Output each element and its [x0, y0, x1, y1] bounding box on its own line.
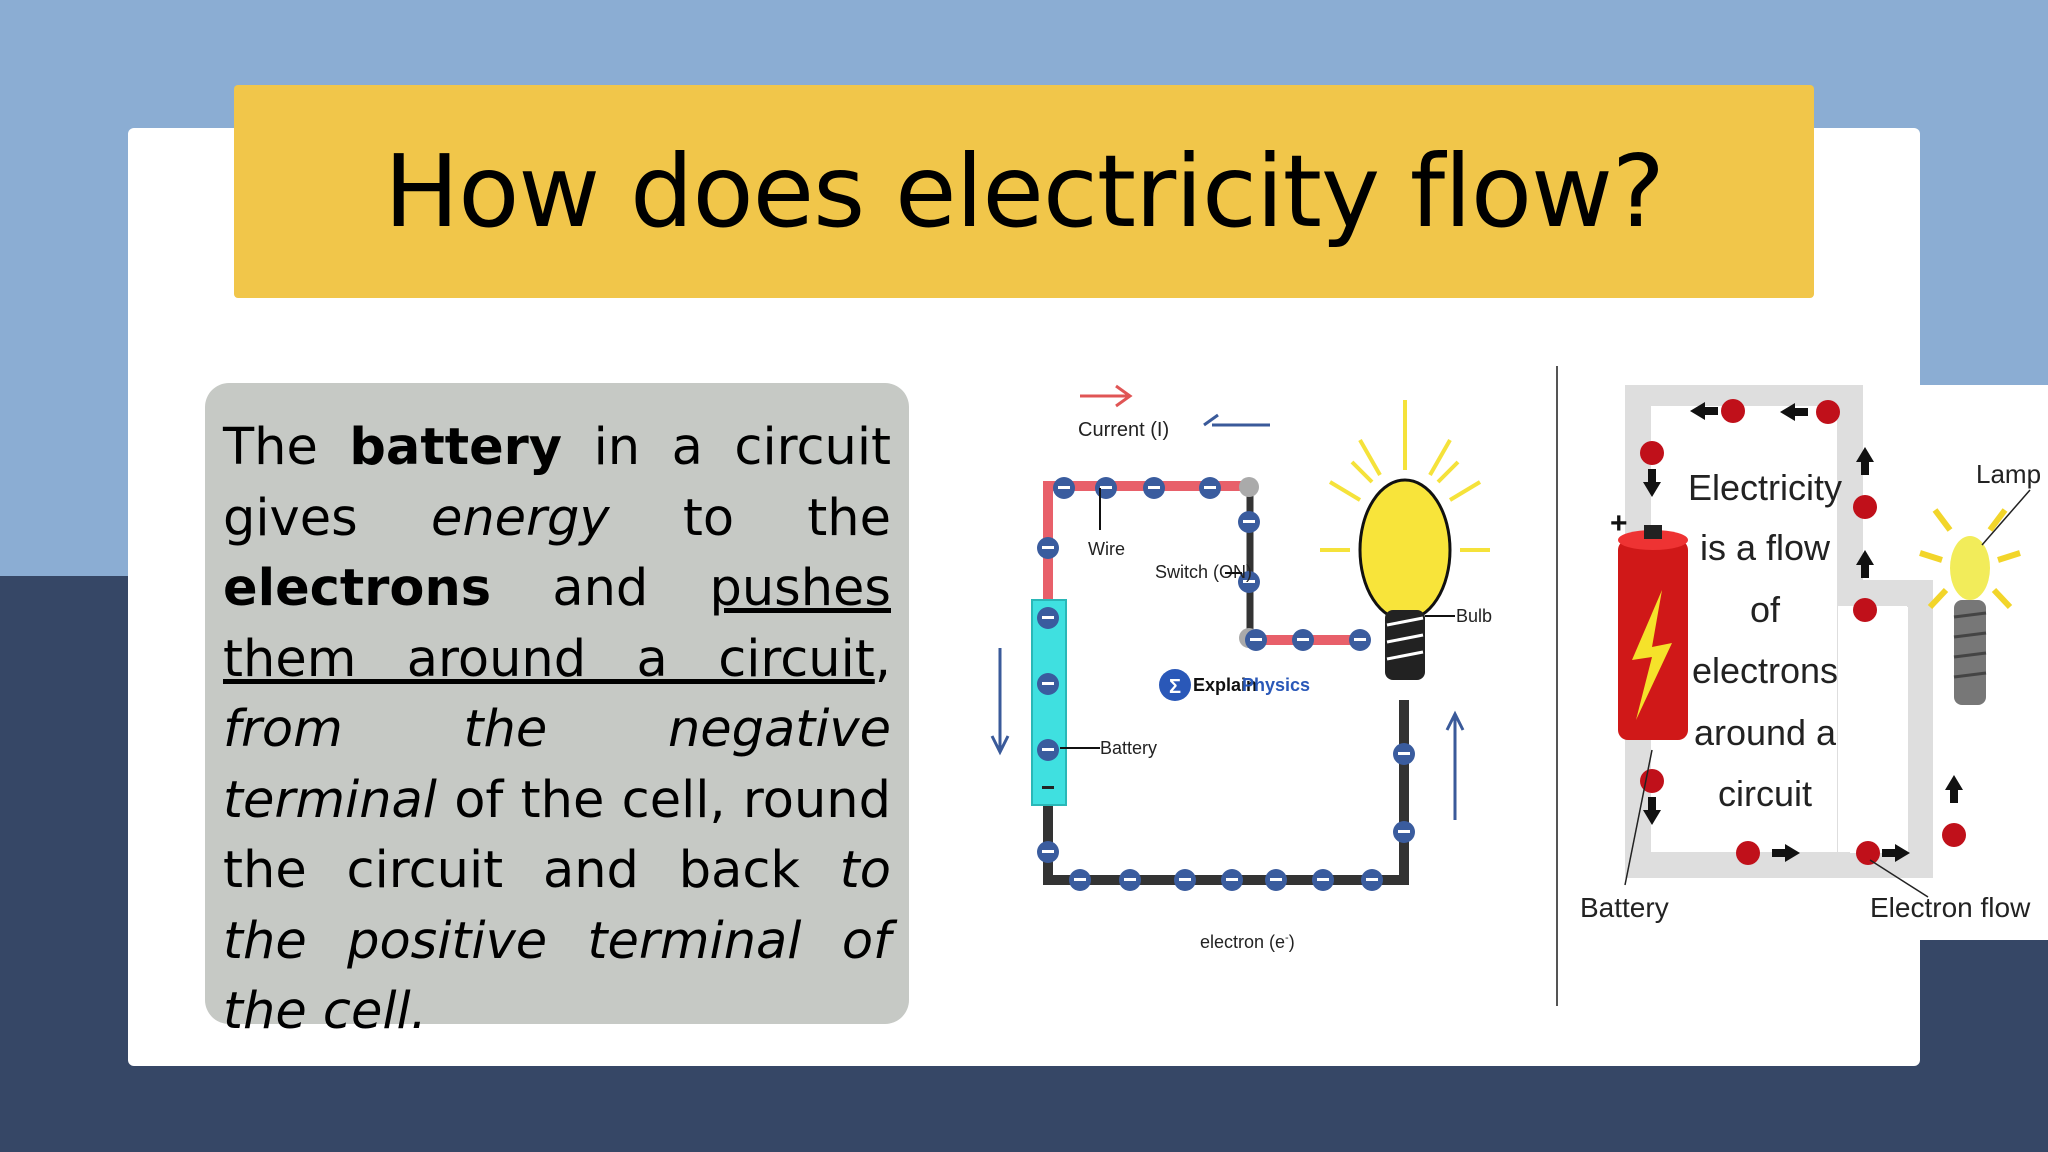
electron-flow-label: Electron flow [1870, 892, 2031, 923]
text-run: , [874, 629, 891, 689]
electron-icon [1853, 495, 1877, 519]
wire-label: Wire [1088, 539, 1125, 559]
caption-line: around a [1694, 712, 1837, 753]
switch-icon [1239, 477, 1259, 497]
arrow-left-icon [1780, 403, 1808, 421]
electron-label: electron (e-) [1200, 932, 1295, 952]
text-run-bold: electrons [223, 559, 492, 618]
switch-label: Switch (ON) [1155, 562, 1252, 582]
arrow-up-icon [1856, 447, 1874, 475]
caption-line: Electricity [1688, 467, 1842, 508]
electron-arrow-up-icon [1445, 710, 1465, 820]
caption-line: electrons [1692, 650, 1838, 691]
lamp-icon [1919, 508, 2021, 705]
text-run-italic: energy [430, 488, 610, 548]
svg-text:Physics: Physics [1242, 675, 1310, 695]
arrow-up-icon [1945, 775, 1963, 803]
electron-icon [1640, 769, 1664, 793]
electron-icon [1942, 823, 1966, 847]
electrons [1640, 399, 1966, 865]
electron-flow-diagram: Electricity is a flow of electrons aroun… [1570, 385, 2048, 940]
caption-line: circuit [1718, 773, 1812, 814]
svg-text:Explain: Explain [1193, 675, 1257, 695]
arrow-up-icon [1856, 550, 1874, 578]
battery-minus-icon [1042, 786, 1054, 789]
caption-line: is a flow [1700, 527, 1831, 568]
electron-icon [1736, 841, 1760, 865]
electron-icon [1721, 399, 1745, 423]
arrow-right-icon [1772, 844, 1800, 862]
bulb-label: Bulb [1456, 606, 1492, 626]
explain-physics-logo: Σ Explain Physics [1159, 669, 1310, 701]
circuit-frame [1625, 385, 1933, 878]
electron-arrow-down-icon [990, 648, 1010, 756]
lamp-label: Lamp [1976, 459, 2041, 489]
title-bar: How does electricity flow? [234, 85, 1814, 298]
current-label: Current (I) [1078, 419, 1169, 441]
electron-minus-signs [1042, 486, 1410, 881]
caption: Electricity is a flow of electrons aroun… [1688, 467, 1842, 814]
text-run-bold: battery [349, 418, 563, 477]
explanation-paragraph: The battery in a circuit gives energy to… [223, 413, 891, 1048]
text-run: and [491, 559, 710, 618]
arrow-left-icon [1690, 402, 1718, 420]
text-run-underline: pushes them around a circuit [223, 559, 891, 689]
text-run: The [223, 418, 350, 477]
text-run: in a circuit gives [223, 418, 891, 548]
arrow-down-icon [1643, 797, 1661, 825]
text-run-italic: from the negative terminal [223, 700, 891, 830]
battery-label: Battery [1100, 738, 1157, 758]
circuit-diagram: Current (I) [990, 384, 1492, 952]
electron-icon [1640, 441, 1664, 465]
text-run: to the [609, 488, 891, 548]
bulb-icon [1320, 400, 1490, 680]
text-run-italic: to the positive terminal of the cell. [223, 841, 891, 1041]
electron-icon [1816, 400, 1840, 424]
electron-icon [1853, 598, 1877, 622]
plus-sign: + [1610, 507, 1628, 540]
electron-icon [1856, 841, 1880, 865]
flow-arrows [1643, 402, 1963, 862]
battery-icon [1618, 525, 1688, 740]
diagram-divider [1556, 366, 1558, 1006]
text-run: of the cell, round the circuit and back [223, 770, 891, 901]
svg-text:Σ: Σ [1169, 676, 1181, 698]
current-arrow-right-icon [1080, 384, 1133, 408]
battery-label: Battery [1580, 892, 1669, 923]
arrow-down-icon [1643, 469, 1661, 497]
battery-icon [1031, 599, 1067, 806]
arrow-right-icon [1882, 844, 1910, 862]
slide-title: How does electricity flow? [384, 133, 1665, 250]
current-arrow-left-icon [1203, 413, 1270, 427]
explanation-textbox: The battery in a circuit gives energy to… [205, 383, 909, 1041]
caption-line: of [1750, 589, 1781, 630]
